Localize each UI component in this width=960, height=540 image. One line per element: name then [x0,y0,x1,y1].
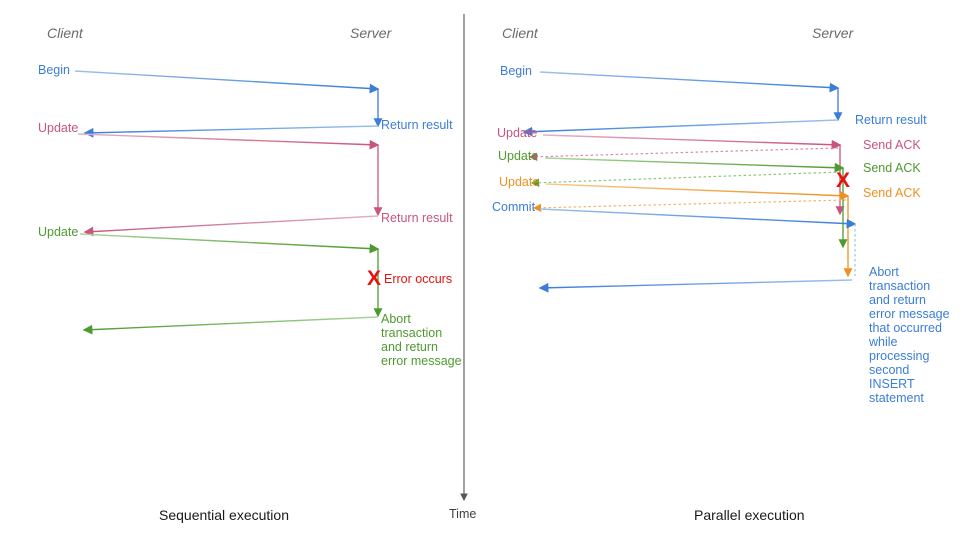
time-axis-label: Time [449,507,477,521]
parallel-client-actor-label: Client [502,25,538,41]
parallel-message-update-2: Update [498,149,539,163]
parallel-message-abort: Abort transaction and return error messa… [869,265,950,405]
sequential-error-x-icon: X [367,267,382,290]
parallel-message-commit: Commit [492,200,536,214]
parallel-message-send-ack-1: Send ACK [863,138,921,152]
sequential-message-begin: Begin [38,63,70,77]
sequential-client-actor-label: Client [47,25,83,41]
sequential-message-update-2: Update [38,225,79,239]
parallel-error-x-icon: X [836,169,851,192]
sequential-message-abort: Abort transaction and return error messa… [381,312,462,368]
parallel-message-return-result: Return result [855,113,927,127]
sequential-panel-caption: Sequential execution [159,507,289,523]
parallel-message-send-ack-2: Send ACK [863,161,921,175]
parallel-message-update-1: Update [497,126,538,140]
parallel-message-update-3: Update [499,175,540,189]
sequential-server-actor-label: Server [350,25,392,41]
parallel-panel-caption: Parallel execution [694,507,805,523]
sequential-message-update-1: Update [38,121,79,135]
parallel-message-begin: Begin [500,64,532,78]
sequential-error-label: Error occurs [384,272,453,286]
sequential-message-return-result-1: Return result [381,118,453,132]
parallel-panel-arrows [522,71,857,293]
parallel-server-actor-label: Server [812,25,854,41]
parallel-message-send-ack-3: Send ACK [863,186,921,200]
sequential-panel-arrows [74,70,383,335]
sequential-message-return-result-2: Return result [381,211,453,225]
